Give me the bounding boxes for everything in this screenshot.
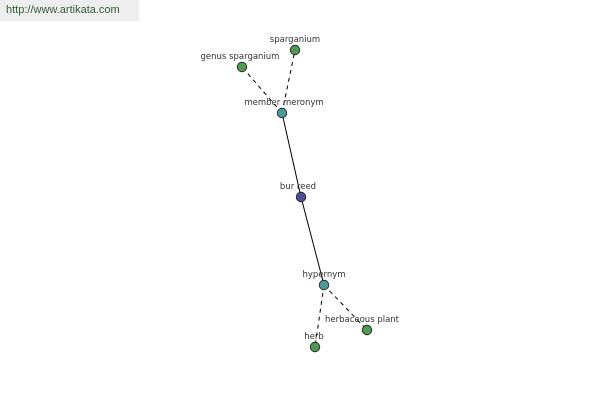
source-banner[interactable]: http://www.artikata.com	[0, 0, 139, 21]
edge-member-meronym-sparganium	[281, 49, 296, 114]
edge-hypernym-herbaceous-plant	[323, 284, 368, 331]
label-herbaceous-plant[interactable]: herbaceous plant	[325, 315, 400, 325]
nodes-layer	[236, 44, 373, 353]
label-bur-reed[interactable]: bur reed	[280, 182, 316, 192]
edge-bur-reed-member-meronym	[281, 112, 302, 198]
edge-bur-reed-hypernym	[300, 196, 325, 286]
labels-layer: sparganium genus sparganium member meron…	[201, 35, 400, 342]
node-genus-sparganium[interactable]	[236, 61, 248, 73]
node-hypernym[interactable]	[318, 279, 330, 291]
node-herb[interactable]	[309, 341, 321, 353]
label-member-meronym[interactable]: member meronym	[244, 98, 323, 108]
edges-layer	[241, 49, 368, 348]
node-member-meronym[interactable]	[276, 107, 288, 119]
label-sparganium[interactable]: sparganium	[270, 35, 320, 45]
label-hypernym[interactable]: hypernym	[302, 270, 345, 280]
node-sparganium[interactable]	[289, 44, 301, 56]
node-herbaceous-plant[interactable]	[361, 324, 373, 336]
node-bur-reed[interactable]	[295, 191, 307, 203]
label-genus-sparganium[interactable]: genus sparganium	[201, 52, 280, 62]
source-url[interactable]: http://www.artikata.com	[6, 4, 120, 16]
edge-member-meronym-genus-sparganium	[241, 66, 283, 114]
edge-hypernym-herb	[314, 284, 325, 348]
label-herb[interactable]: herb	[304, 332, 324, 342]
